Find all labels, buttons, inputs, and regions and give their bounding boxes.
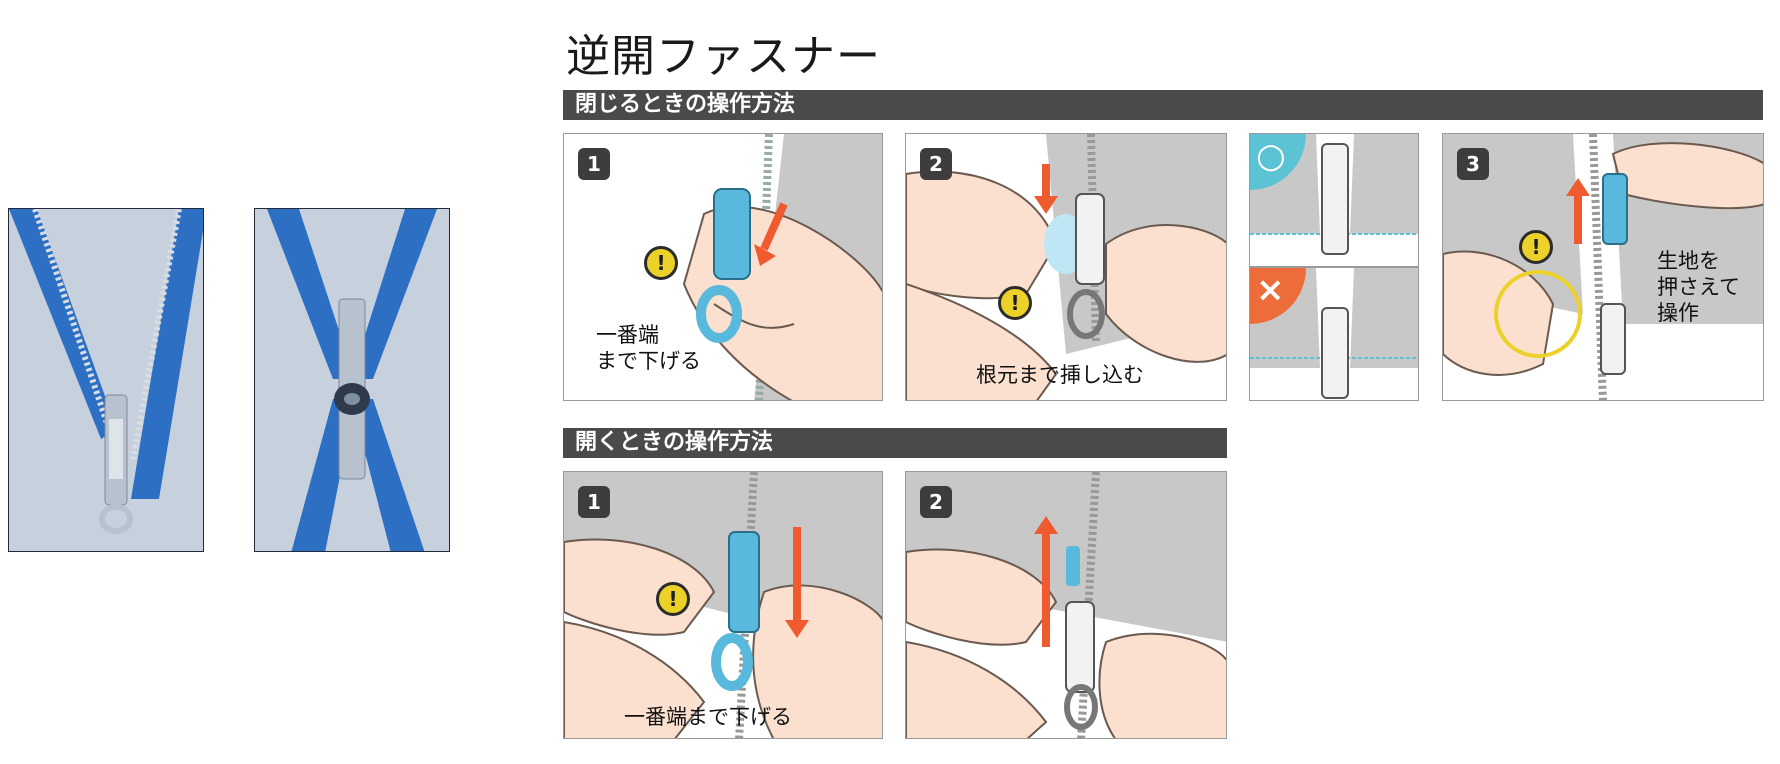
closing-correct-example: ○: [1249, 133, 1419, 267]
zipper-photo-reverse: [254, 208, 450, 552]
step-number: 2: [920, 148, 952, 180]
step-number: 1: [578, 486, 610, 518]
opening-section-header: 開くときの操作方法: [563, 428, 1227, 458]
step-caption: 一番端まで下げる: [624, 705, 792, 729]
closing-step-3-panel: 3 ! 生地を 押さえて 操作: [1442, 133, 1764, 401]
step-caption: 根元まで挿し込む: [976, 363, 1144, 387]
closing-section-header: 閉じるときの操作方法: [563, 90, 1763, 120]
warning-icon: !: [656, 582, 690, 616]
warning-icon: !: [998, 286, 1032, 320]
step-number: 2: [920, 486, 952, 518]
ok-mark-icon: ○: [1256, 136, 1286, 176]
zipper-photo-open: [8, 208, 204, 552]
warning-icon: !: [1519, 230, 1553, 264]
opening-step-2-panel: 2: [905, 471, 1227, 739]
step-caption: 一番端 まで下げる: [596, 323, 701, 373]
step-number: 1: [578, 148, 610, 180]
closing-step-1-panel: 1 ! 一番端 まで下げる: [563, 133, 883, 401]
warning-icon: !: [644, 246, 678, 280]
closing-step-2-panel: 2 ! 根元まで挿し込む: [905, 133, 1227, 401]
closing-incorrect-example: ×: [1249, 267, 1419, 401]
ng-mark-icon: ×: [1256, 270, 1285, 310]
opening-step-1-panel: 1 ! 一番端まで下げる: [563, 471, 883, 739]
page-title: 逆開ファスナー: [566, 31, 881, 82]
step-number: 3: [1457, 148, 1489, 180]
step-caption: 生地を 押さえて 操作: [1657, 249, 1740, 325]
